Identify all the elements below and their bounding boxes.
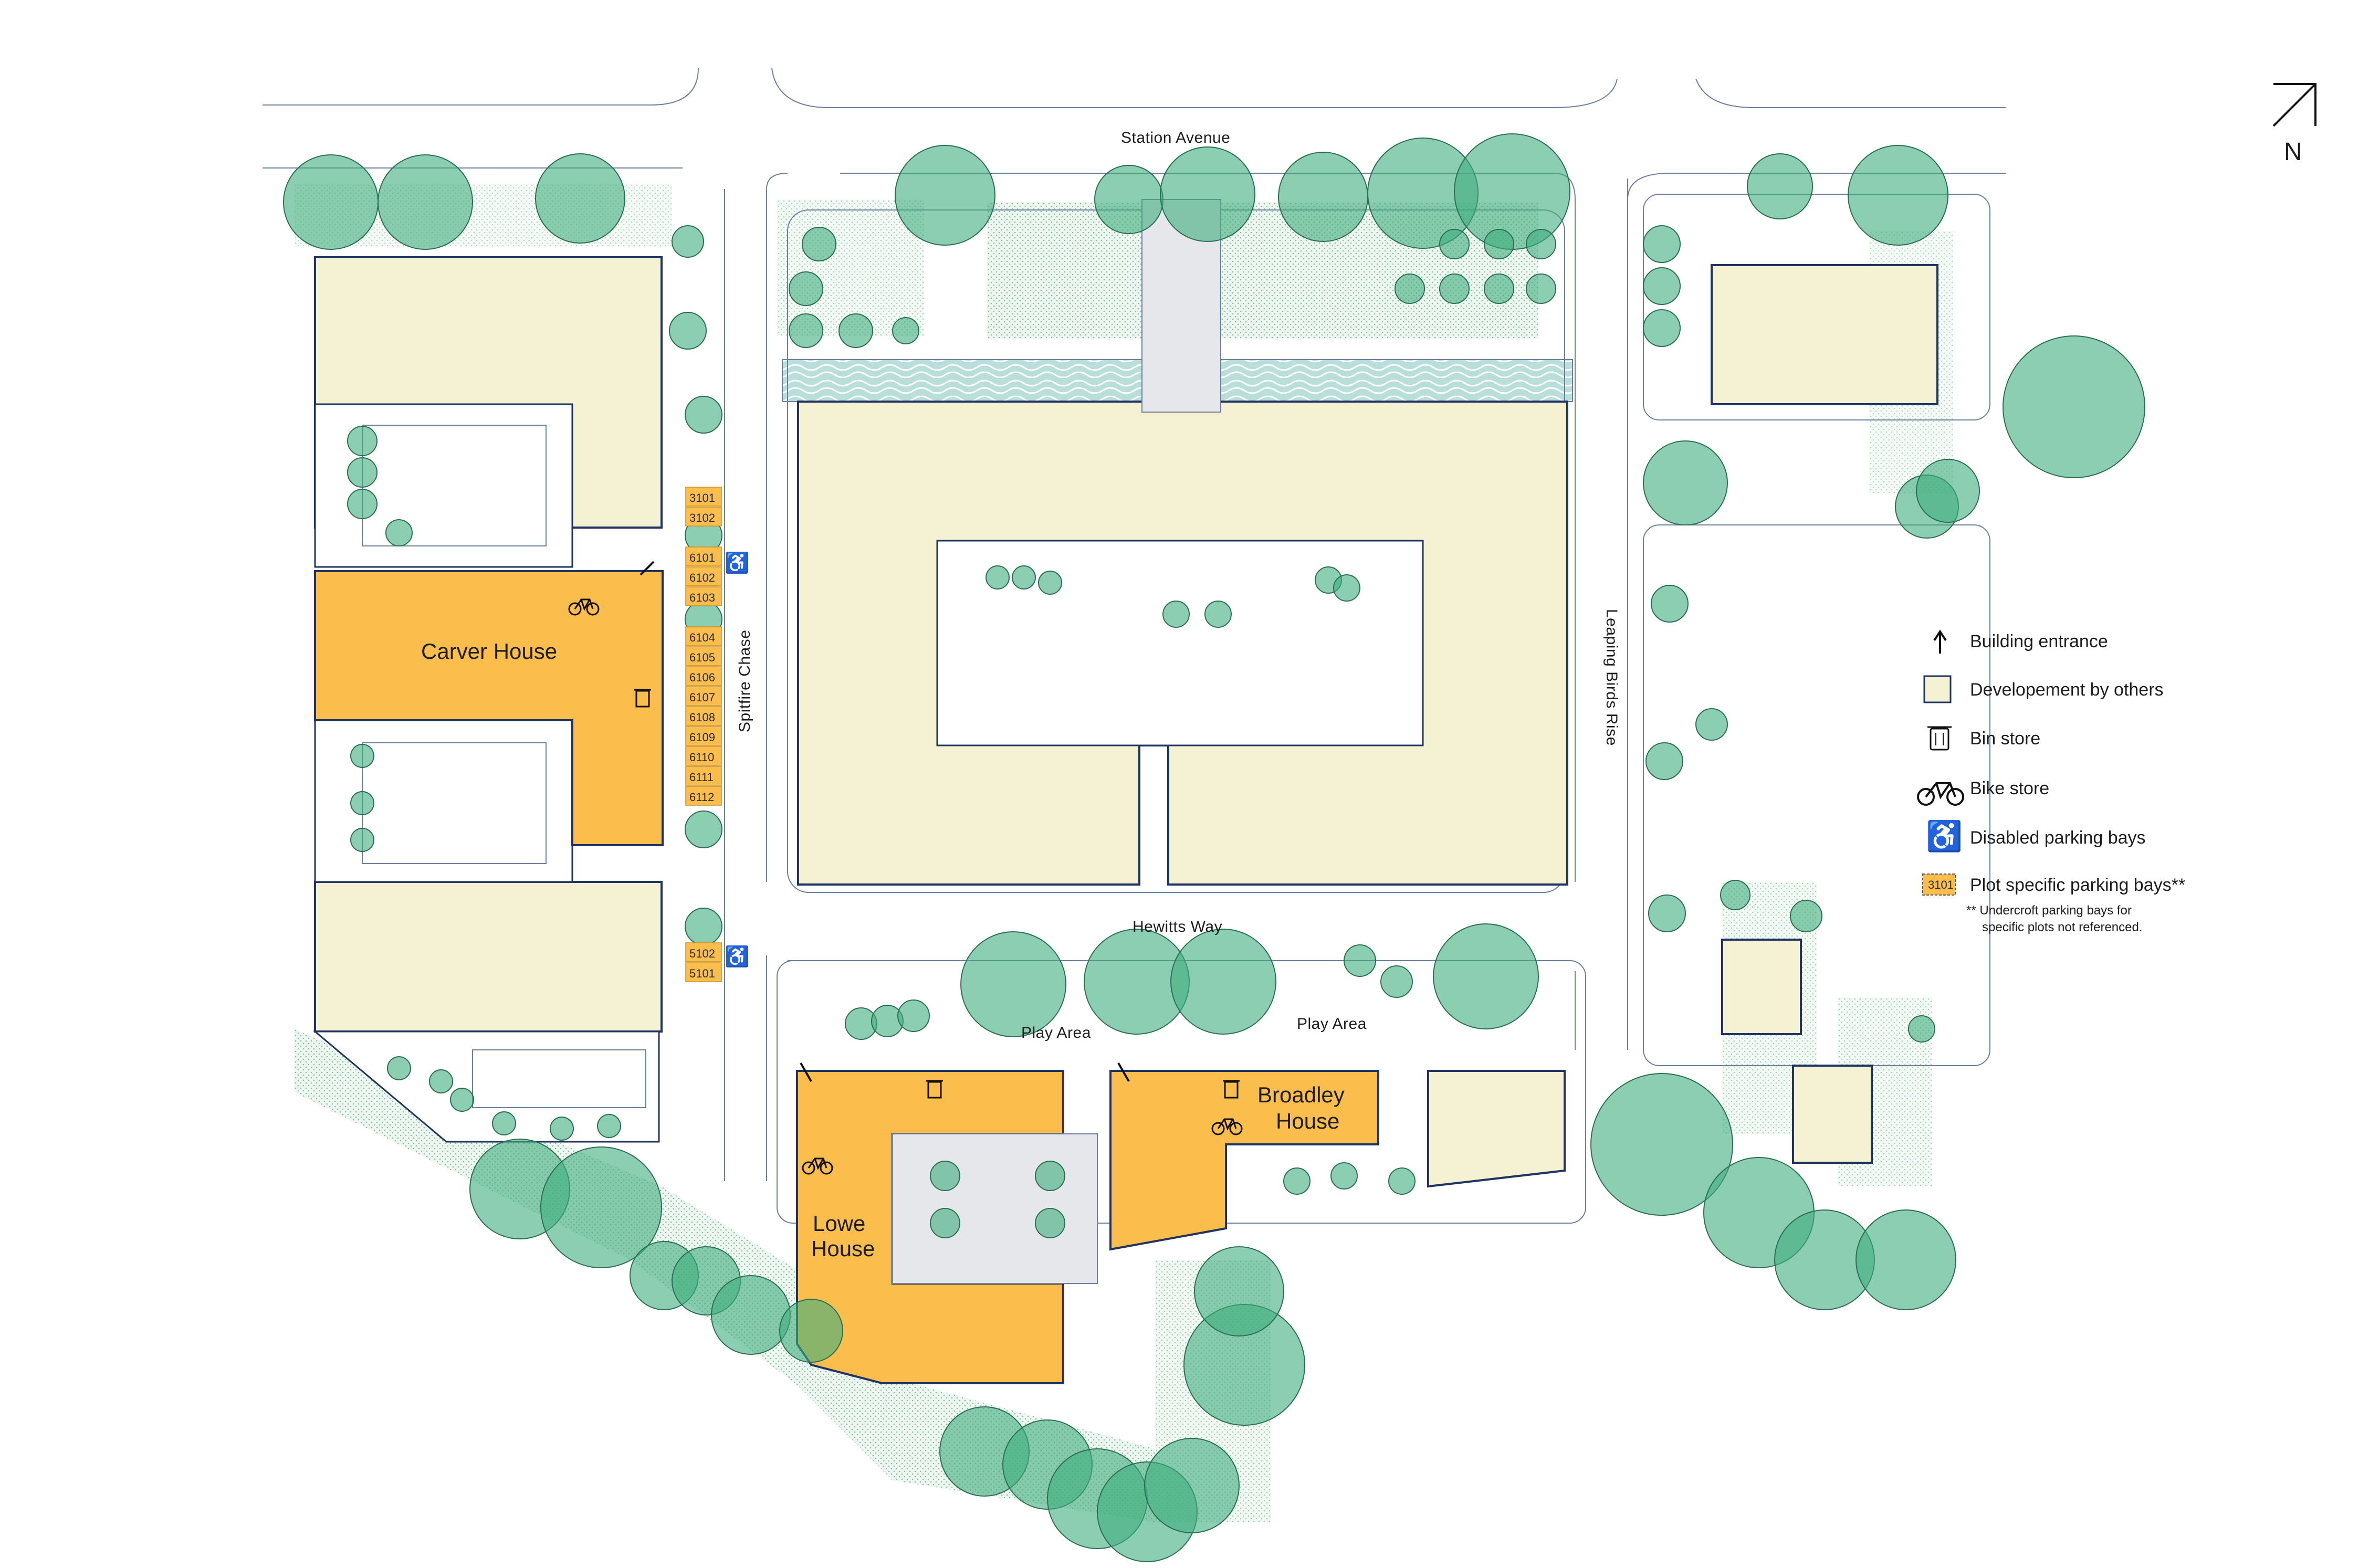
bin-icon xyxy=(634,689,651,708)
street-label-hewitts-way: Hewitts Way xyxy=(1133,918,1222,935)
bike-icon xyxy=(568,598,600,616)
building-label-broadley-house-1: Broadley xyxy=(1257,1082,1345,1107)
street-label-leaping-birds-rise: Leaping Birds Rise xyxy=(1603,609,1620,746)
parking-bay xyxy=(685,726,722,746)
parking-bay xyxy=(685,487,722,507)
building-label-lowe-house-1: Lowe xyxy=(813,1211,865,1236)
parking-bay-label: 6103 xyxy=(689,591,715,604)
building-others-south xyxy=(1427,1070,1566,1188)
parking-bay xyxy=(685,962,722,982)
bike-icon xyxy=(1917,782,1964,806)
bin-icon xyxy=(1927,726,1952,751)
parking-bay-label: 5101 xyxy=(689,967,715,980)
legend-label-disabled: Disabled parking bays xyxy=(1970,828,2146,848)
parking-bay xyxy=(685,942,722,962)
parking-bay xyxy=(685,766,722,786)
legend-label-entrance: Building entrance xyxy=(1970,632,2108,651)
building-label-lowe-house-2: House xyxy=(811,1236,875,1261)
parking-bay xyxy=(685,566,722,586)
parking-bay-label: 6109 xyxy=(689,731,715,744)
bike-icon xyxy=(802,1157,833,1175)
parking-bay-label: 6111 xyxy=(689,771,714,784)
building-others-e1 xyxy=(1721,939,1802,1035)
parking-bay-label: 6105 xyxy=(689,651,715,664)
building-others-ne xyxy=(1711,264,1938,405)
parking-bays-upper: 3101 3102 6101 6102 6103 6104 6105 6106 6107 6108… xyxy=(685,487,722,806)
north-arrow-icon xyxy=(2272,83,2316,127)
parking-bays-lower: 5102 5101 xyxy=(685,942,722,982)
wheelchair-icon: ♿ xyxy=(725,551,749,574)
building-entrance-arrow-icon xyxy=(1117,1062,1130,1082)
parking-bay xyxy=(685,626,722,646)
parking-bay-swatch-icon xyxy=(1922,874,1956,896)
carver-house-building xyxy=(314,570,664,846)
building-others-e2 xyxy=(1792,1065,1873,1164)
building-entrance-arrow-icon xyxy=(1933,629,1947,654)
parking-bay-label: 6112 xyxy=(689,791,714,804)
courtyard-central xyxy=(936,540,1424,746)
parking-bay-label: 6102 xyxy=(689,571,715,584)
trees xyxy=(283,133,2145,1562)
building-label-carver-house: Carver House xyxy=(421,639,557,664)
street-label-spitfire-chase: Spitfire Chase xyxy=(736,630,753,732)
parking-bay-label: 3101 xyxy=(689,491,715,504)
carver-courtyards xyxy=(312,403,660,1143)
building-others-w-south xyxy=(314,881,663,1033)
street-label-station-avenue: Station Avenue xyxy=(1121,129,1230,146)
parking-bay xyxy=(685,746,722,766)
parking-bay-swatch-text: 3101 xyxy=(1928,878,1954,891)
parking-bay-label: 6106 xyxy=(689,671,715,684)
north-arrow: N xyxy=(2272,83,2316,166)
wheelchair-icon: ♿ xyxy=(725,945,749,968)
development-by-others xyxy=(314,199,1938,1188)
legend-footnote-1: ** Undercroft parking bays for xyxy=(1966,903,2132,918)
parking-bay xyxy=(685,546,722,566)
legend-label-bike: Bike store xyxy=(1970,778,2049,798)
parking-bay xyxy=(685,507,722,527)
parking-bay-label: 5102 xyxy=(689,947,715,960)
parking-bay-label: 6107 xyxy=(689,691,715,704)
parking-bay xyxy=(685,586,722,606)
parking-bay xyxy=(685,666,722,686)
wheelchair-icon: ♿ xyxy=(1926,819,1963,853)
legend: Building entrance Developement by others… xyxy=(1917,629,2185,934)
building-label-broadley-house-2: House xyxy=(1276,1109,1339,1133)
building-entrance-arrow-icon xyxy=(640,561,655,576)
parking-bay xyxy=(685,646,722,666)
parking-bay-label: 6108 xyxy=(689,711,715,724)
parking-bay xyxy=(685,686,722,706)
bike-icon xyxy=(1211,1118,1243,1135)
legend-label-parking: Plot specific parking bays** xyxy=(1970,875,2185,895)
legend-label-bin: Bin store xyxy=(1970,729,2040,749)
bin-icon xyxy=(926,1080,943,1099)
parking-bay xyxy=(685,706,722,726)
play-area-label: Play Area xyxy=(1021,1024,1091,1041)
play-area-label: Play Area xyxy=(1297,1015,1367,1033)
legend-label-development: Developement by others xyxy=(1970,680,2164,700)
bin-icon xyxy=(1223,1080,1240,1099)
plot-buildings xyxy=(314,570,1379,1384)
parking-bay-label: 6101 xyxy=(689,551,715,564)
development-swatch-icon xyxy=(1923,675,1952,703)
lowe-courtyard xyxy=(892,1133,1098,1284)
map-markers: ♿ ♿ xyxy=(568,551,1243,1175)
parking-bay xyxy=(685,786,722,806)
parking-bay-label: 6104 xyxy=(689,631,715,644)
north-label: N xyxy=(2284,138,2302,166)
parking-bay-label: 3102 xyxy=(689,511,715,524)
legend-footnote-2: specific plots not referenced. xyxy=(1982,920,2143,934)
building-entrance-arrow-icon xyxy=(800,1062,812,1082)
broadley-house-building xyxy=(1109,1070,1379,1251)
parking-bay-label: 6110 xyxy=(689,751,714,764)
